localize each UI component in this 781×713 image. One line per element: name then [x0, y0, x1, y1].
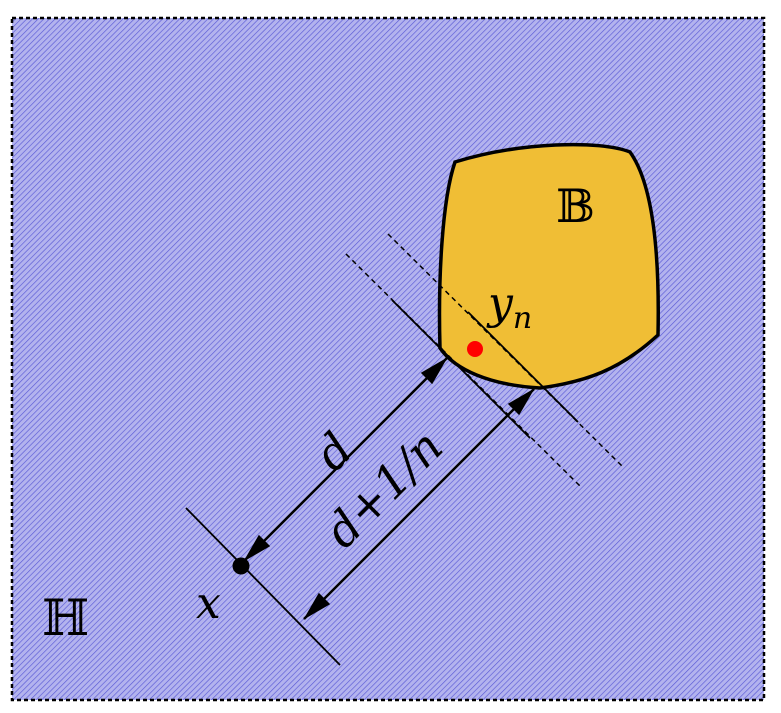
point-y-label: yn — [486, 278, 532, 336]
space-region — [10, 16, 766, 702]
point-y-subscript: n — [513, 301, 532, 336]
point-x-label: x — [196, 578, 221, 629]
set-region — [437, 142, 660, 390]
point-x — [232, 557, 250, 575]
distance-arrow-d-plus — [303, 388, 535, 620]
base-line — [185, 507, 341, 666]
space-label: ℍ — [42, 589, 89, 647]
point-y-label-main: y — [486, 278, 514, 329]
tangent-line-solid-2 — [467, 311, 579, 423]
point-y — [467, 341, 483, 357]
set-label: 𝔹 — [556, 179, 595, 233]
